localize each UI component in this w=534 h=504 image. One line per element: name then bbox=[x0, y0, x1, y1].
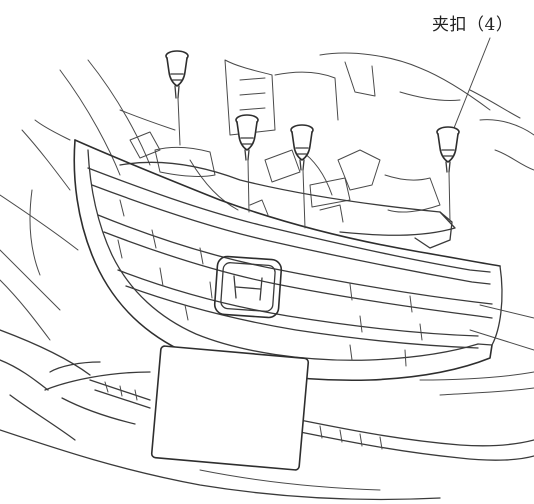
clip-4 bbox=[436, 126, 460, 223]
grille-frame bbox=[73, 139, 503, 382]
clip-2 bbox=[235, 114, 259, 213]
engine-bay-outline bbox=[0, 52, 534, 251]
emblem bbox=[213, 255, 283, 319]
license-plate bbox=[150, 345, 310, 471]
upper-panel bbox=[119, 161, 456, 249]
callout-leader-line bbox=[453, 37, 491, 129]
clip-1 bbox=[165, 50, 189, 146]
clip-3 bbox=[290, 124, 314, 229]
bumper bbox=[0, 189, 534, 501]
clip-callout-label: 夹扣（4） bbox=[432, 15, 514, 35]
